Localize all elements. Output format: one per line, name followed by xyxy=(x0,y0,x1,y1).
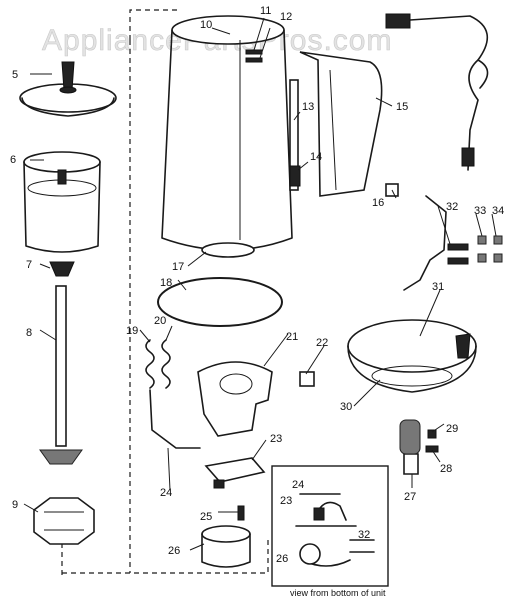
label-part-16: 16 xyxy=(372,197,384,209)
part-gauge xyxy=(289,79,301,191)
inset-labels: 24 23 26 32 xyxy=(276,479,370,565)
part-gasket xyxy=(201,242,255,258)
label-part-25: 25 xyxy=(200,511,212,523)
part-wire-lead xyxy=(149,389,201,449)
label-part-5: 5 xyxy=(12,69,18,81)
part-handle xyxy=(299,51,383,197)
inset-label-24: 24 xyxy=(292,479,304,491)
label-part-32: 32 xyxy=(446,201,458,213)
part-heating-element xyxy=(201,525,251,568)
label-part-27: 27 xyxy=(404,491,416,503)
label-part-17: 17 xyxy=(172,261,184,273)
label-part-21: 21 xyxy=(286,331,298,343)
label-part-20: 20 xyxy=(154,315,166,327)
label-part-26: 26 xyxy=(168,545,180,557)
label-part-31: 31 xyxy=(432,281,444,293)
label-part-30: 30 xyxy=(340,401,352,413)
part-fasteners xyxy=(425,429,439,453)
part-switch-wiring xyxy=(403,195,503,291)
label-part-29: 29 xyxy=(446,423,458,435)
label-part-18: 18 xyxy=(160,277,172,289)
label-part-8: 8 xyxy=(26,327,32,339)
part-pump-stem xyxy=(39,285,83,465)
inset-label-32: 32 xyxy=(358,529,370,541)
part-screw xyxy=(237,505,245,521)
label-part-14: 14 xyxy=(310,151,322,163)
part-base xyxy=(347,319,477,393)
label-part-10: 10 xyxy=(200,19,212,31)
part-heater-plate xyxy=(197,361,273,437)
label-part-6: 6 xyxy=(10,154,16,166)
label-part-12: 12 xyxy=(280,11,292,23)
part-thermostat xyxy=(204,457,266,489)
part-lamp xyxy=(399,419,421,475)
part-lid xyxy=(19,61,117,117)
label-part-28: 28 xyxy=(440,463,452,475)
label-part-9: 9 xyxy=(12,499,18,511)
part-block xyxy=(299,371,315,387)
label-part-7: 7 xyxy=(26,259,32,271)
inset-caption: view from bottom of unit xyxy=(290,588,386,598)
label-part-33: 33 xyxy=(474,205,486,217)
part-basket xyxy=(23,151,101,253)
inset-label-26: 26 xyxy=(276,553,288,565)
part-power-cord xyxy=(385,13,489,171)
part-body xyxy=(161,15,293,251)
label-part-23: 23 xyxy=(270,433,282,445)
label-part-13: 13 xyxy=(302,101,314,113)
part-number-labels: 5 6 7 8 9 10 11 12 13 14 15 16 17 18 19 … xyxy=(10,5,504,557)
part-nut xyxy=(33,497,95,545)
part-springs xyxy=(145,339,171,389)
part-ring xyxy=(157,277,283,327)
leader-lines xyxy=(23,17,497,551)
label-part-19: 19 xyxy=(126,325,138,337)
label-part-22: 22 xyxy=(316,337,328,349)
label-part-11: 11 xyxy=(260,5,271,17)
label-part-24: 24 xyxy=(160,487,172,499)
label-part-34: 34 xyxy=(492,205,504,217)
inset-bottom-view xyxy=(271,465,389,587)
part-spreader xyxy=(49,261,75,277)
label-part-15: 15 xyxy=(396,101,408,113)
inset-label-23: 23 xyxy=(280,495,292,507)
